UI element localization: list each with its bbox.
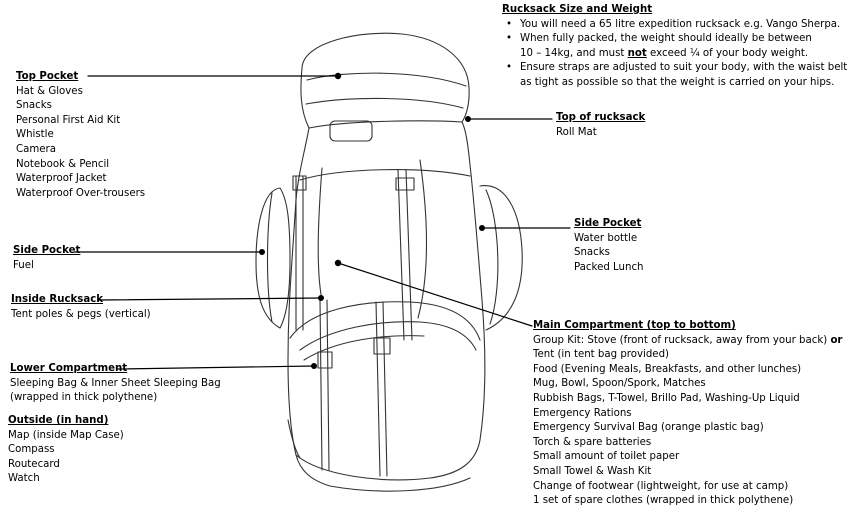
marker-main-compartment: [334, 259, 342, 267]
body-front-panel: [299, 169, 471, 181]
bullet-text: When fully packed, the weight should ide…: [520, 33, 812, 45]
list-item: Tent (in tent bag provided): [533, 349, 670, 361]
list-item: Packed Lunch: [574, 261, 644, 273]
list-item: Hat & Gloves: [16, 85, 83, 97]
front-crease: [317, 167, 323, 301]
list-item: Torch & spare batteries: [533, 436, 652, 448]
lower-compartment-outline: [289, 301, 481, 341]
size-weight-title: Rucksack Size and Weight: [502, 4, 653, 15]
size-weight-notes: Rucksack Size and Weight You will need a…: [502, 3, 847, 91]
emphasis-not: not: [627, 47, 647, 59]
marker-side-pocket-right: [479, 225, 485, 231]
list-item: Rubbish Bags, T-Towel, Brillo Pad, Washi…: [533, 392, 800, 404]
top-pocket-title: Top Pocket: [16, 71, 79, 82]
strap-right: [397, 169, 405, 341]
list-item: Whistle: [16, 129, 54, 141]
main-compartment-label: Main Compartment (top to bottom) Group K…: [533, 319, 842, 509]
leader-inside-rucksack: [97, 297, 322, 301]
list-item: Group Kit: Stove (front of rucksack, awa…: [533, 334, 842, 349]
list-item: Small Towel & Wash Kit: [533, 465, 652, 477]
marker-inside-rucksack: [318, 295, 324, 301]
lid-logo-patch: [329, 120, 373, 142]
strap-right-2: [405, 169, 413, 341]
inside-rucksack-label: Inside Rucksack Tent poles & pegs (verti…: [11, 293, 151, 322]
top-pocket-label: Top Pocket Hat & Gloves Snacks Personal …: [16, 70, 145, 201]
list-item: Water bottle: [574, 232, 638, 244]
list-item: You will need a 65 litre expedition ruck…: [502, 18, 847, 33]
list-item: Ensure straps are adjusted to suit your …: [502, 61, 847, 90]
marker-lower-compartment: [311, 363, 317, 369]
list-item: Food (Evening Meals, Breakfasts, and oth…: [533, 363, 802, 375]
left-side-pocket: [255, 187, 291, 329]
leader-lower-compartment: [116, 365, 315, 370]
outside-label: Outside (in hand) Map (inside Map Case) …: [8, 414, 124, 487]
list-item: Notebook & Pencil: [16, 158, 110, 170]
bullet-text: You will need a 65 litre expedition ruck…: [520, 18, 841, 30]
buckle-left-top: [292, 175, 307, 191]
side-pocket-left-title: Side Pocket: [13, 245, 81, 256]
list-item: Camera: [16, 143, 56, 155]
side-pocket-right-title: Side Pocket: [574, 218, 642, 229]
top-of-rucksack-title: Top of rucksack: [556, 112, 646, 123]
list-item: Snacks: [16, 100, 52, 112]
leader-main-compartment: [337, 262, 533, 327]
list-item: Change of footwear (lightweight, for use…: [533, 480, 789, 492]
list-item: Routecard: [8, 458, 60, 470]
list-item: Roll Mat: [556, 126, 597, 138]
lower-compartment-label: Lower Compartment Sleeping Bag & Inner S…: [10, 362, 221, 406]
top-lid-outline: [300, 32, 470, 129]
list-item: Mug, Bowl, Spoon/Spork, Matches: [533, 378, 706, 390]
side-pocket-right-label: Side Pocket Water bottle Snacks Packed L…: [574, 217, 644, 275]
list-item: 1 set of spare clothes (wrapped in thick…: [533, 495, 794, 507]
lower-strap-left: [319, 299, 323, 471]
list-item: Compass: [8, 444, 55, 456]
marker-top-of-rucksack: [465, 116, 471, 122]
list-item: Sleeping Bag & Inner Sheet Sleeping Bag: [10, 377, 221, 389]
list-item: Emergency Survival Bag (orange plastic b…: [533, 422, 764, 434]
main-body-outline: [287, 121, 486, 481]
list-item: Fuel: [13, 259, 34, 271]
side-pocket-left-label: Side Pocket Fuel: [13, 244, 80, 273]
list-item: Emergency Rations: [533, 407, 632, 419]
outside-title: Outside (in hand): [8, 415, 109, 426]
lower-strap-right: [375, 301, 381, 477]
bullet-text: 10 – 14kg, and must: [520, 47, 628, 59]
bullet-text: as tight as possible so that the weight …: [520, 76, 835, 88]
right-side-pocket: [479, 185, 523, 331]
list-item: When fully packed, the weight should ide…: [502, 32, 847, 61]
emphasis-or: or: [830, 334, 843, 346]
list-item: Watch: [8, 473, 40, 485]
list-item-text: Group Kit: Stove (front of rucksack, awa…: [533, 334, 831, 346]
list-item: Map (inside Map Case): [8, 429, 124, 441]
bullet-text: exceed ¼ of your body weight.: [646, 47, 809, 59]
base-outline: [295, 454, 471, 492]
list-item: Waterproof Over-trousers: [16, 187, 146, 199]
list-item: Snacks: [574, 247, 610, 259]
lid-bottom-seam: [305, 97, 464, 109]
list-item: Personal First Aid Kit: [16, 114, 121, 126]
lower-compartment-title: Lower Compartment: [10, 363, 128, 374]
buckle-right-top: [395, 177, 415, 191]
list-item: (wrapped in thick polythene): [10, 392, 158, 404]
list-item: Small amount of toilet paper: [533, 451, 680, 463]
bullet-text: Ensure straps are adjusted to suit your …: [520, 62, 848, 74]
inside-rucksack-title: Inside Rucksack: [11, 294, 104, 305]
marker-top-pocket: [334, 72, 342, 80]
list-item: Waterproof Jacket: [16, 173, 107, 185]
lid-seam: [306, 72, 467, 87]
bullet-text-line: 10 – 14kg, and must not exceed ¼ of your…: [520, 47, 847, 62]
top-of-rucksack-label: Top of rucksack Roll Mat: [556, 111, 645, 140]
list-item: Tent poles & pegs (vertical): [11, 308, 151, 320]
main-compartment-title: Main Compartment (top to bottom): [533, 320, 736, 331]
marker-side-pocket-left: [259, 249, 265, 255]
front-crease-right: [417, 159, 428, 319]
